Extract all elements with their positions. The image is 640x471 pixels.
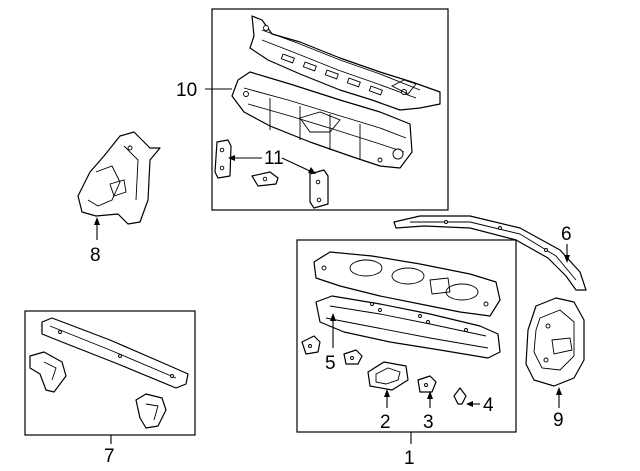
part-11-brackets xyxy=(214,139,329,209)
part-2-pad xyxy=(367,361,409,391)
part-7-reinforcement xyxy=(41,317,189,389)
group-box-10-11 xyxy=(211,8,449,211)
leader-11b xyxy=(281,157,313,173)
callout-11: 11 xyxy=(264,148,284,169)
group-box-1-5 xyxy=(296,239,517,433)
group-box-7 xyxy=(24,310,196,436)
part-10-upper-rail xyxy=(249,15,441,111)
callout-3: 3 xyxy=(423,412,434,433)
callout-6: 6 xyxy=(561,224,572,245)
part-9-wheelhouse xyxy=(525,297,585,387)
callout-7: 7 xyxy=(104,446,115,467)
callout-10: 10 xyxy=(176,80,197,101)
part-1-shelf-support xyxy=(315,295,501,359)
callout-8: 8 xyxy=(90,245,101,266)
part-3-bracket xyxy=(417,375,437,393)
part-1-package-shelf xyxy=(313,251,501,317)
callout-2: 2 xyxy=(380,412,391,433)
part-4-clip xyxy=(453,387,467,405)
part-5-bracket xyxy=(301,335,363,365)
part-10-lower-panel xyxy=(231,71,413,169)
callout-1: 1 xyxy=(404,448,415,469)
callout-5: 5 xyxy=(325,353,336,374)
callout-4: 4 xyxy=(483,395,494,416)
part-7-left-bracket xyxy=(29,351,67,393)
part-6-rail xyxy=(393,215,587,291)
part-8-wheelhouse-panel xyxy=(77,131,161,225)
callout-9: 9 xyxy=(553,410,564,431)
part-7-right-bracket xyxy=(135,393,167,429)
